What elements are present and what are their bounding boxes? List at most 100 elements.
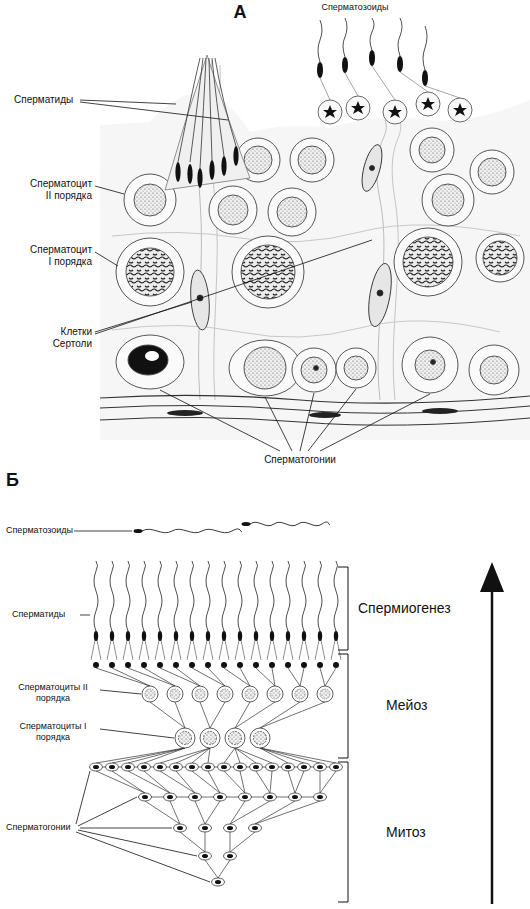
primary-spermatocytes <box>403 237 453 287</box>
meiosis-cells <box>292 686 308 702</box>
tubule-wall <box>100 93 530 440</box>
spermatogonia-cells <box>336 348 376 388</box>
spermatogonia-rows <box>250 763 263 771</box>
leader-lines-b <box>100 729 174 738</box>
spermatogonia-rows <box>164 793 177 801</box>
tubule-wall <box>422 408 458 414</box>
spermatogonia-cells <box>229 340 301 396</box>
meiosis-cells <box>175 728 195 748</box>
lineage-lines <box>90 767 342 797</box>
spermatogonia-cells <box>402 337 458 393</box>
secondary-spermatocytes <box>410 128 454 172</box>
lineage-lines <box>205 860 230 878</box>
primary-spermatocytes <box>241 245 295 299</box>
spermatid-row <box>331 561 341 668</box>
spermatogonia-rows <box>249 824 262 832</box>
spermatogonia-rows <box>138 763 151 771</box>
leader-lines-b <box>74 531 210 882</box>
leader-lines-b <box>76 771 210 882</box>
spermatid-group-right <box>448 98 472 122</box>
secondary-spermatocytes <box>218 195 248 225</box>
spermatid-row <box>219 561 229 668</box>
spermatogonia-rows <box>170 763 183 771</box>
primary-spermatocytes <box>116 228 524 308</box>
sertoli-nuclei <box>358 143 386 194</box>
cell-label: Сперматогонии <box>245 454 355 466</box>
secondary-spermatocytes <box>290 138 334 182</box>
spermatogonia-rows <box>106 763 119 771</box>
secondary-spermatocytes <box>432 184 464 216</box>
cell-label: Сперматогонии <box>6 822 80 833</box>
spermatogonia-rows <box>139 793 152 801</box>
meiosis-cells <box>142 686 333 748</box>
tubule-wall <box>100 405 530 413</box>
sperm-cells <box>134 529 143 533</box>
spermatid-bundle-left <box>178 58 236 168</box>
tubule-wall <box>167 410 203 416</box>
spermatid-bundle-left <box>209 160 214 180</box>
spermatogonia-cells <box>116 335 184 389</box>
spermatogonia-rows <box>282 763 295 771</box>
spermatid-group-right <box>317 18 472 124</box>
primary-spermatocytes <box>232 236 304 308</box>
spermatogonia-cells <box>469 345 519 395</box>
cell-label: Сперматозоиды <box>6 525 86 536</box>
lineage-lines <box>150 702 325 728</box>
spermatid-group-right <box>320 66 460 100</box>
spermatid-group-right <box>342 57 348 73</box>
cell-label: Клетки Сертоли <box>30 326 92 350</box>
direction-arrow <box>491 588 494 904</box>
spermatid-bundle-left <box>175 162 180 182</box>
panel-letter: Б <box>6 470 30 492</box>
spermatid-row <box>267 561 277 668</box>
sertoli-nuclei <box>370 166 375 171</box>
spermatogonia-rows <box>264 793 277 801</box>
leader-lines <box>95 252 118 266</box>
spermatogonia-rows <box>90 763 103 771</box>
primary-spermatocytes <box>476 234 524 282</box>
tubule-wall <box>112 225 520 242</box>
stage-brackets <box>338 567 348 902</box>
spermatid-bundle-left <box>187 164 192 184</box>
spermatid-row <box>107 561 117 668</box>
secondary-spermatocytes <box>134 184 166 216</box>
meiosis-cells <box>167 686 183 702</box>
cell-label: Сперматоциты II порядка <box>8 682 98 704</box>
secondary-spermatocytes <box>268 188 316 236</box>
spermatogonia-rows <box>266 763 279 771</box>
lineage-lines <box>180 832 255 852</box>
spermatid-bundle-left <box>221 156 226 176</box>
leader-lines <box>160 389 430 451</box>
secondary-spermatocytes <box>244 146 272 174</box>
spermatid-row <box>283 561 293 668</box>
spermatid-row <box>171 561 181 668</box>
sertoli-nuclei <box>377 290 383 296</box>
meiosis-cells <box>200 728 220 748</box>
sertoli-nuclei <box>188 269 211 330</box>
spermatid-row <box>235 561 245 668</box>
spermatogonia-rows <box>212 878 225 886</box>
cell-label: Сперматоциты I порядка <box>8 721 98 743</box>
spermatogonia-cells <box>314 366 319 371</box>
spermatogonia-rows <box>330 763 343 771</box>
secondary-spermatocytes <box>209 186 257 234</box>
primary-spermatocytes <box>394 228 462 296</box>
spermatogonia-cells <box>431 360 436 365</box>
spermatid-row <box>299 561 309 668</box>
meiosis-cells <box>142 686 158 702</box>
lineage-lines <box>90 668 342 878</box>
leader-lines <box>80 100 430 451</box>
spermatid-group-right <box>346 96 370 120</box>
lineage-lines <box>96 668 336 686</box>
spermatogonia-rows <box>214 793 227 801</box>
sperm-cells <box>242 522 251 526</box>
secondary-spermatocytes <box>470 150 514 194</box>
spermatid-row <box>139 561 149 668</box>
stage-label: Митоз <box>386 824 466 841</box>
spermatogonia-cells <box>480 356 508 384</box>
spermatogonia-rows <box>174 824 187 832</box>
sertoli-nuclei <box>365 262 396 329</box>
spermatogonia-rows <box>234 763 247 771</box>
lineage-lines <box>96 771 336 793</box>
stage-brackets <box>338 762 348 902</box>
